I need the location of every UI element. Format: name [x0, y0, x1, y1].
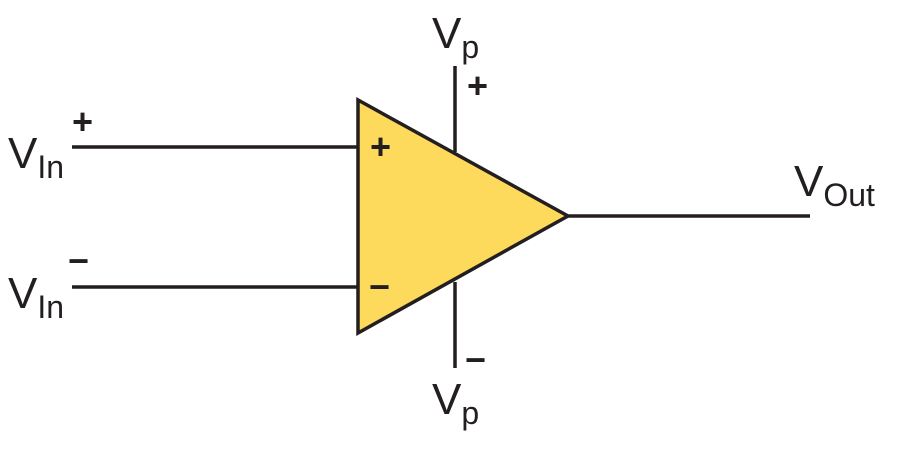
non-inverting-sub: In	[37, 149, 64, 185]
negative-supply-polarity: −	[465, 339, 486, 380]
amp-minus-symbol: −	[369, 266, 390, 307]
positive-supply-sub: p	[461, 29, 479, 65]
positive-supply-polarity: +	[467, 65, 488, 106]
svg-text:VOut: VOut	[794, 157, 875, 213]
op-amp-triangle	[356, 97, 572, 336]
negative-supply-v: V	[432, 375, 462, 424]
negative-supply-sub: p	[461, 395, 479, 431]
svg-text:VIn: VIn	[8, 129, 64, 185]
svg-text:Vp: Vp	[432, 9, 479, 65]
inverting-polarity: −	[68, 240, 89, 281]
inverting-v: V	[8, 269, 38, 318]
positive-supply-v: V	[432, 9, 462, 58]
inverting-sub: In	[37, 289, 64, 325]
amp-plus-symbol: +	[370, 126, 391, 167]
output-v: V	[794, 157, 824, 206]
svg-text:Vp: Vp	[432, 375, 479, 431]
non-inverting-v: V	[8, 129, 38, 178]
output-sub: Out	[823, 177, 875, 213]
inverting-input-label: − VIn	[8, 240, 89, 325]
output-label: VOut	[794, 157, 875, 213]
svg-text:VIn: VIn	[8, 269, 64, 325]
non-inverting-input-label: + VIn	[8, 101, 93, 185]
non-inverting-polarity: +	[72, 101, 93, 142]
positive-supply-label: Vp +	[432, 9, 488, 106]
negative-supply-label: − Vp	[432, 339, 486, 431]
